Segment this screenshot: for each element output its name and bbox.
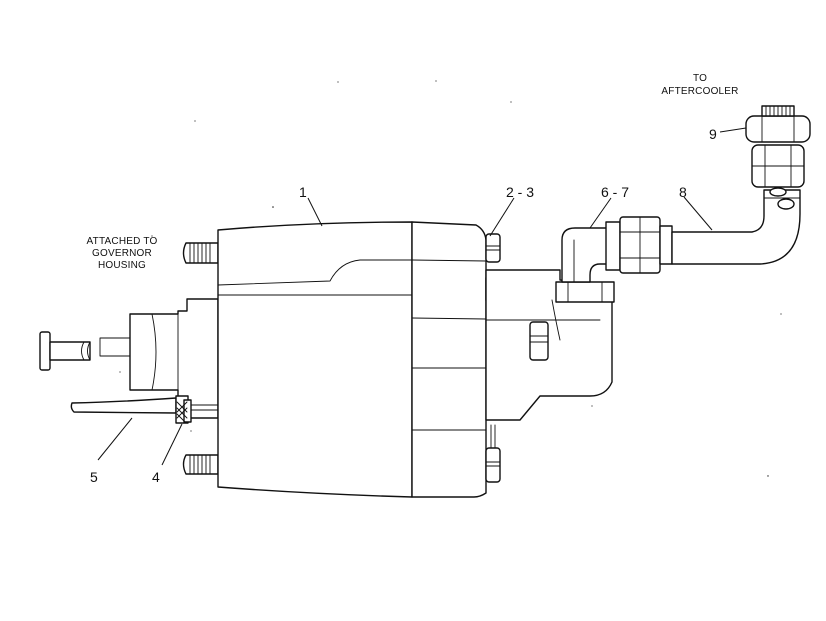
leader-6-7 [589, 197, 612, 229]
knurled-collar [175, 395, 192, 424]
governor-note-line2: GOVERNOR [92, 248, 152, 259]
main-body [217, 221, 487, 498]
shaft-end [39, 331, 91, 371]
callout-labels: 1 2 - 3 6 - 7 8 9 4 5 [90, 126, 717, 485]
callout-9: 9 [709, 126, 717, 142]
callout-1: 1 [299, 184, 307, 200]
leader-2-3 [489, 197, 515, 237]
callout-4: 4 [152, 469, 160, 485]
aftercooler-note-line1: TO [693, 73, 707, 84]
leader-4 [161, 423, 183, 466]
leader-lines [97, 127, 747, 466]
upper-mounting-stud [182, 242, 219, 264]
callout-6-7: 6 - 7 [601, 184, 629, 200]
lower-mounting-stud [182, 454, 219, 475]
callout-5: 5 [90, 469, 98, 485]
elbow-fitting [555, 227, 615, 303]
callout-8: 8 [679, 184, 687, 200]
aftercooler-note-line2: AFTERCOOLER [661, 86, 738, 97]
callout-2-3: 2 - 3 [506, 184, 534, 200]
aftercooler-note: TO AFTERCOOLER [661, 73, 738, 97]
governor-note: ATTACHED TO GOVERNOR HOUSING [87, 236, 158, 271]
tube-nut [605, 216, 673, 274]
connector-nuts [745, 105, 811, 197]
governor-note-line3: HOUSING [98, 260, 146, 271]
leader-8 [683, 196, 713, 231]
tube [671, 189, 801, 265]
scan-specks [119, 80, 782, 477]
governor-note-line1: ATTACHED TO [87, 236, 158, 247]
governor-adapter-housing [99, 298, 219, 419]
leader-9 [719, 127, 747, 133]
leader-1 [307, 197, 323, 227]
leader-5 [97, 417, 133, 461]
